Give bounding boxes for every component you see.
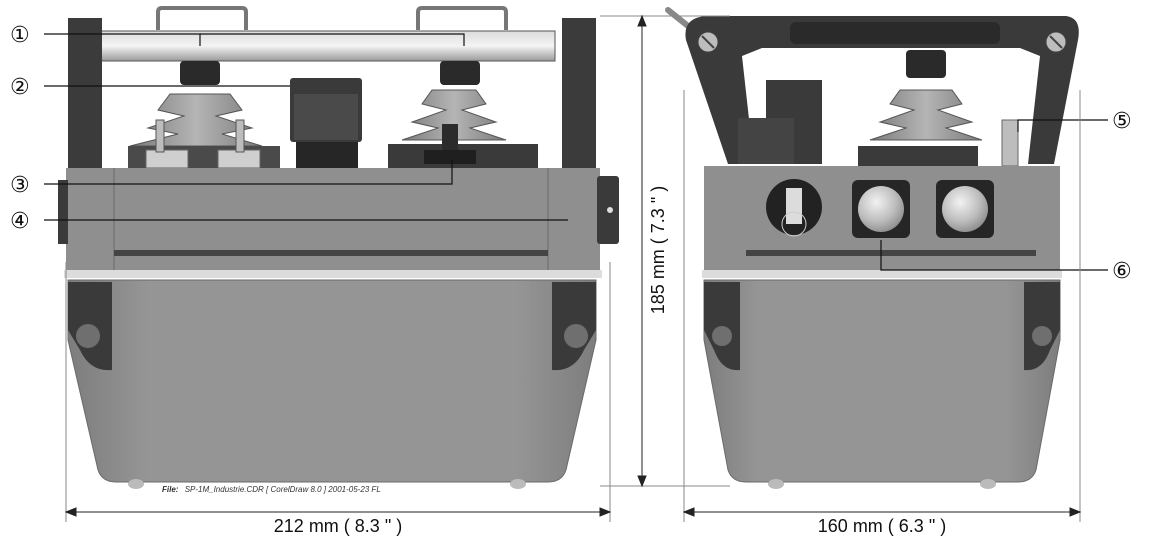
front-lower-housing [67, 279, 597, 483]
callout-3: ③ [10, 173, 30, 198]
file-info-text: SP-1M_Industrie.CDR [ CorelDraw 8.0 ] 20… [185, 485, 381, 494]
front-joystick-left [128, 93, 280, 172]
leader-6 [880, 240, 1108, 271]
callout-6: ⑥ [1112, 259, 1132, 284]
dimension-lines [64, 14, 1082, 522]
dim-height: 185 mm ( 7.3 " ) [648, 186, 668, 314]
side-key-switch [766, 179, 822, 237]
side-view [665, 7, 1079, 489]
dim-front-width: 212 mm ( 8.3 " ) [274, 516, 402, 536]
front-post-right [562, 18, 596, 170]
front-view [58, 6, 619, 489]
callout-2: ② [10, 75, 30, 100]
file-info: File: SP-1M_Industrie.CDR [ CorelDraw 8.… [162, 485, 381, 494]
front-center-module [290, 78, 362, 172]
front-top-bar [94, 30, 556, 62]
side-lower-housing [703, 279, 1061, 483]
front-joystick-right [388, 89, 538, 172]
callout-5: ⑤ [1112, 109, 1132, 134]
front-handle-left [156, 6, 248, 30]
front-handle-right [416, 6, 508, 30]
side-pushbutton-right [936, 180, 994, 238]
leader-5 [1017, 119, 1108, 132]
dim-side-width: 160 mm ( 6.3 " ) [818, 516, 946, 536]
front-knob-left [180, 61, 220, 85]
callout-4: ④ [10, 209, 30, 234]
front-knob-right [440, 61, 480, 85]
callout-1: ① [10, 23, 30, 48]
leader-1b [200, 33, 465, 46]
leader-lines [44, 33, 1108, 271]
side-handle-frame [685, 16, 1079, 164]
file-info-label: File: [162, 485, 179, 494]
side-pushbutton-left [852, 180, 910, 238]
front-post-left [68, 18, 102, 170]
leader-3 [44, 160, 453, 185]
